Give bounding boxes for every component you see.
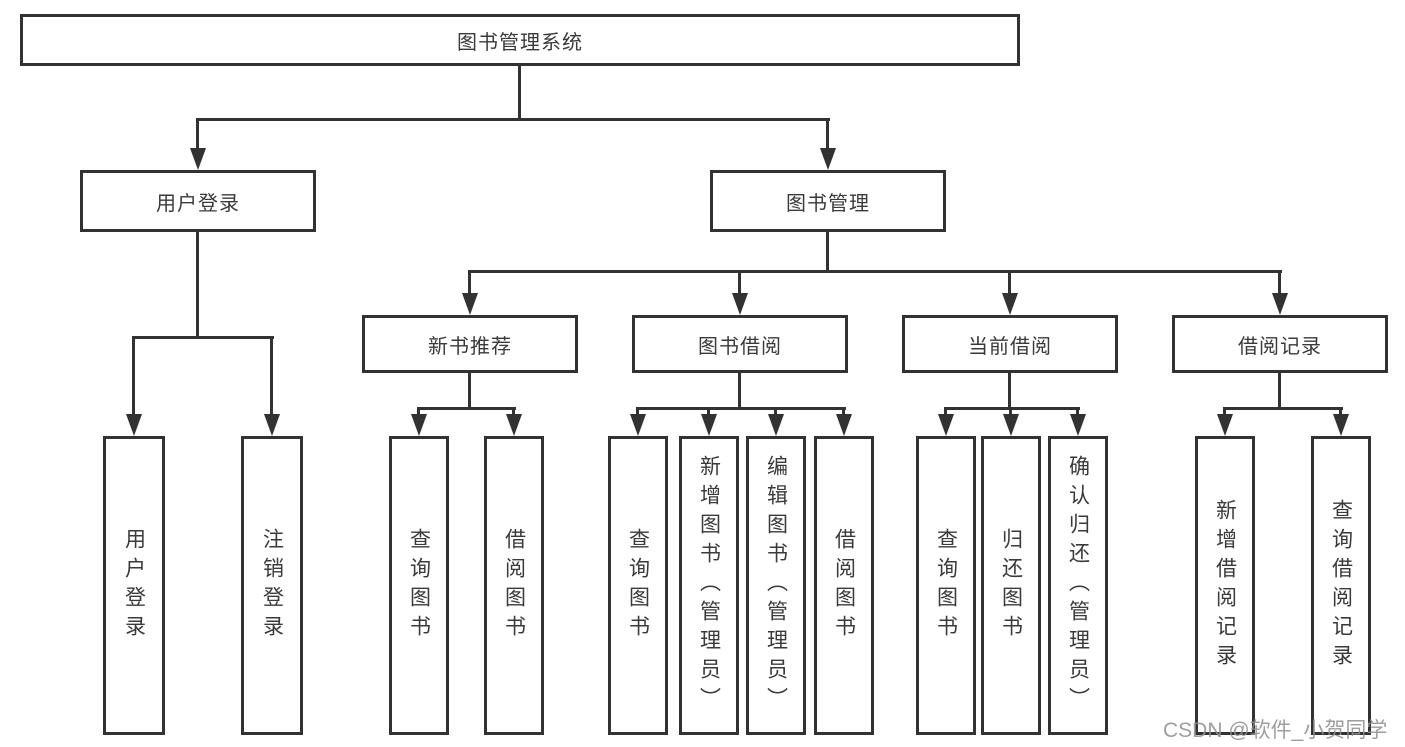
edge-newbook-rail (417, 407, 516, 410)
arrowhead-to-logout-leaf (264, 414, 280, 436)
arrowhead-to-bb-query (630, 414, 646, 436)
arrowhead-to-cb-confirm (1070, 414, 1086, 436)
node-label: 查询图书 (407, 527, 431, 644)
edge-to-cb-confirm (1076, 407, 1079, 416)
edge-bookmgmt-rail (468, 270, 1282, 273)
arrowhead-to-records (1272, 293, 1288, 315)
edge-to-newbook (468, 270, 471, 295)
node-label: 图书借阅 (698, 335, 782, 358)
edge-bookborrow-rail (637, 407, 846, 410)
edge-login-rail (133, 336, 274, 339)
edge-to-records (1278, 270, 1281, 295)
node-label: 新增借阅记录 (1213, 498, 1237, 673)
edge-to-currentborrow (1008, 270, 1011, 295)
node-label: 借阅记录 (1238, 335, 1322, 358)
edge-to-bb-borrow (842, 407, 845, 416)
arrowhead-to-cb-return (1003, 414, 1019, 436)
arrowhead-to-currentborrow (1002, 293, 1018, 315)
node-book-management-branch: 图书管理 (710, 170, 946, 232)
arrowhead-to-br-query (1333, 414, 1349, 436)
edge-to-cb-query (944, 407, 947, 416)
edge-to-rec-borrow (512, 407, 515, 416)
arrowhead-to-bb-borrow (836, 414, 852, 436)
node-label: 新书推荐 (428, 335, 512, 358)
arrowhead-to-newbook (462, 293, 478, 315)
leaf-logout: 注销登录 (241, 436, 303, 735)
edge-to-user-login-leaf (132, 336, 135, 416)
leaf-borrowing-query-books: 查询图书 (608, 436, 668, 735)
edge-to-bb-query (636, 407, 639, 416)
node-label: 查询图书 (626, 527, 650, 644)
node-label: 确认归还（管理员） (1066, 455, 1090, 716)
arrowhead-to-user-login-leaf (126, 414, 142, 436)
node-label: 编辑图书（管理员） (764, 455, 788, 716)
leaf-recommend-query-books: 查询图书 (389, 436, 449, 735)
leaf-return-books: 归还图书 (981, 436, 1041, 735)
arrowhead-to-cb-query (938, 414, 954, 436)
leaf-user-login: 用户登录 (103, 436, 165, 735)
arrowhead-to-rec-query (411, 414, 427, 436)
edge-to-bb-add (707, 407, 710, 416)
edge-bookmgmt-stem (826, 232, 829, 270)
node-root-library-system: 图书管理系统 (20, 14, 1020, 66)
leaf-add-books-admin: 新增图书（管理员） (679, 436, 739, 735)
node-label: 图书管理 (786, 192, 870, 215)
node-label: 借阅图书 (832, 527, 856, 644)
edge-to-bookborrow (738, 270, 741, 295)
leaf-confirm-return-admin: 确认归还（管理员） (1048, 436, 1108, 735)
arrowhead-to-bookmgmt (820, 148, 836, 170)
edge-records-rail (1223, 407, 1343, 410)
edge-root-to-login (196, 118, 199, 152)
edge-to-rec-query (417, 407, 420, 416)
node-label: 注销登录 (260, 527, 284, 644)
node-label: 新增图书（管理员） (697, 455, 721, 716)
arrowhead-to-br-add (1217, 414, 1233, 436)
edge-currentborrow-rail (944, 407, 1080, 410)
arrowhead-to-login (190, 148, 206, 170)
node-new-book-recommend: 新书推荐 (362, 315, 578, 373)
edge-bookborrow-stem (738, 373, 741, 407)
edge-currentborrow-stem (1008, 373, 1011, 407)
edge-root-rail (197, 118, 830, 121)
arrowhead-to-bookborrow (732, 293, 748, 315)
leaf-query-borrow-record: 查询借阅记录 (1311, 436, 1371, 735)
arrowhead-to-bb-add (701, 414, 717, 436)
edge-records-stem (1278, 373, 1281, 407)
edge-root-stem (518, 66, 521, 119)
edge-to-cb-return (1009, 407, 1012, 416)
edge-login-stem (196, 232, 199, 336)
edge-to-br-add (1223, 407, 1226, 416)
node-label: 借阅图书 (502, 527, 526, 644)
leaf-add-borrow-record: 新增借阅记录 (1195, 436, 1255, 735)
node-label: 用户登录 (156, 192, 240, 215)
node-label: 查询借阅记录 (1329, 498, 1353, 673)
leaf-current-query-books: 查询图书 (916, 436, 976, 735)
node-label: 用户登录 (122, 527, 146, 644)
node-borrowing-records: 借阅记录 (1172, 315, 1388, 373)
node-user-login-branch: 用户登录 (80, 170, 316, 232)
node-label: 当前借阅 (968, 335, 1052, 358)
leaf-edit-books-admin: 编辑图书（管理员） (746, 436, 806, 735)
node-book-borrowing: 图书借阅 (632, 315, 848, 373)
edge-to-logout-leaf (270, 336, 273, 416)
leaf-borrowing-borrow-books: 借阅图书 (814, 436, 874, 735)
node-label: 查询图书 (934, 527, 958, 644)
csdn-watermark: CSDN @软件_小贺同学 (1163, 719, 1388, 742)
edge-to-br-query (1339, 407, 1342, 416)
node-current-borrowing: 当前借阅 (902, 315, 1118, 373)
arrowhead-to-bb-edit (768, 414, 784, 436)
edge-root-to-bookmgmt (826, 118, 829, 152)
leaf-recommend-borrow-books: 借阅图书 (484, 436, 544, 735)
node-label: 图书管理系统 (457, 31, 583, 54)
arrowhead-to-rec-borrow (506, 414, 522, 436)
node-label: 归还图书 (999, 527, 1023, 644)
edge-newbook-stem (468, 373, 471, 407)
edge-to-bb-edit (774, 407, 777, 416)
